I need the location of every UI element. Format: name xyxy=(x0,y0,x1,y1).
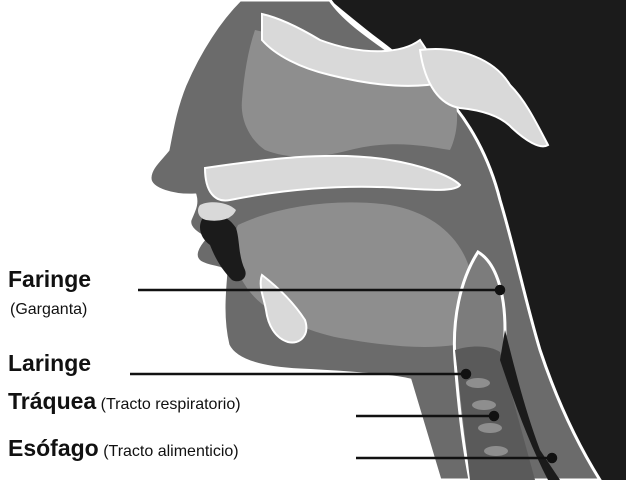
trachea-ring xyxy=(466,378,490,388)
faringe-pointer-dot xyxy=(496,286,504,294)
label-esofago: Esófago xyxy=(8,435,99,461)
label-traquea: Tráquea xyxy=(8,388,96,414)
trachea-ring xyxy=(472,400,496,410)
label-traquea-note: (Tracto respiratorio) xyxy=(101,396,241,413)
label-esofago-group: Esófago (Tracto alimenticio) xyxy=(8,435,239,462)
label-garganta: (Garganta) xyxy=(10,301,87,319)
label-traquea-group: Tráquea (Tracto respiratorio) xyxy=(8,388,241,415)
label-esofago-note: (Tracto alimenticio) xyxy=(103,443,238,460)
trachea-ring xyxy=(484,446,508,456)
label-faringe: Faringe xyxy=(8,266,91,293)
laringe-pointer-dot xyxy=(462,370,470,378)
esofago-pointer-dot xyxy=(548,454,556,462)
trachea-ring xyxy=(478,423,502,433)
traquea-pointer-dot xyxy=(490,412,498,420)
label-laringe: Laringe xyxy=(8,350,91,377)
